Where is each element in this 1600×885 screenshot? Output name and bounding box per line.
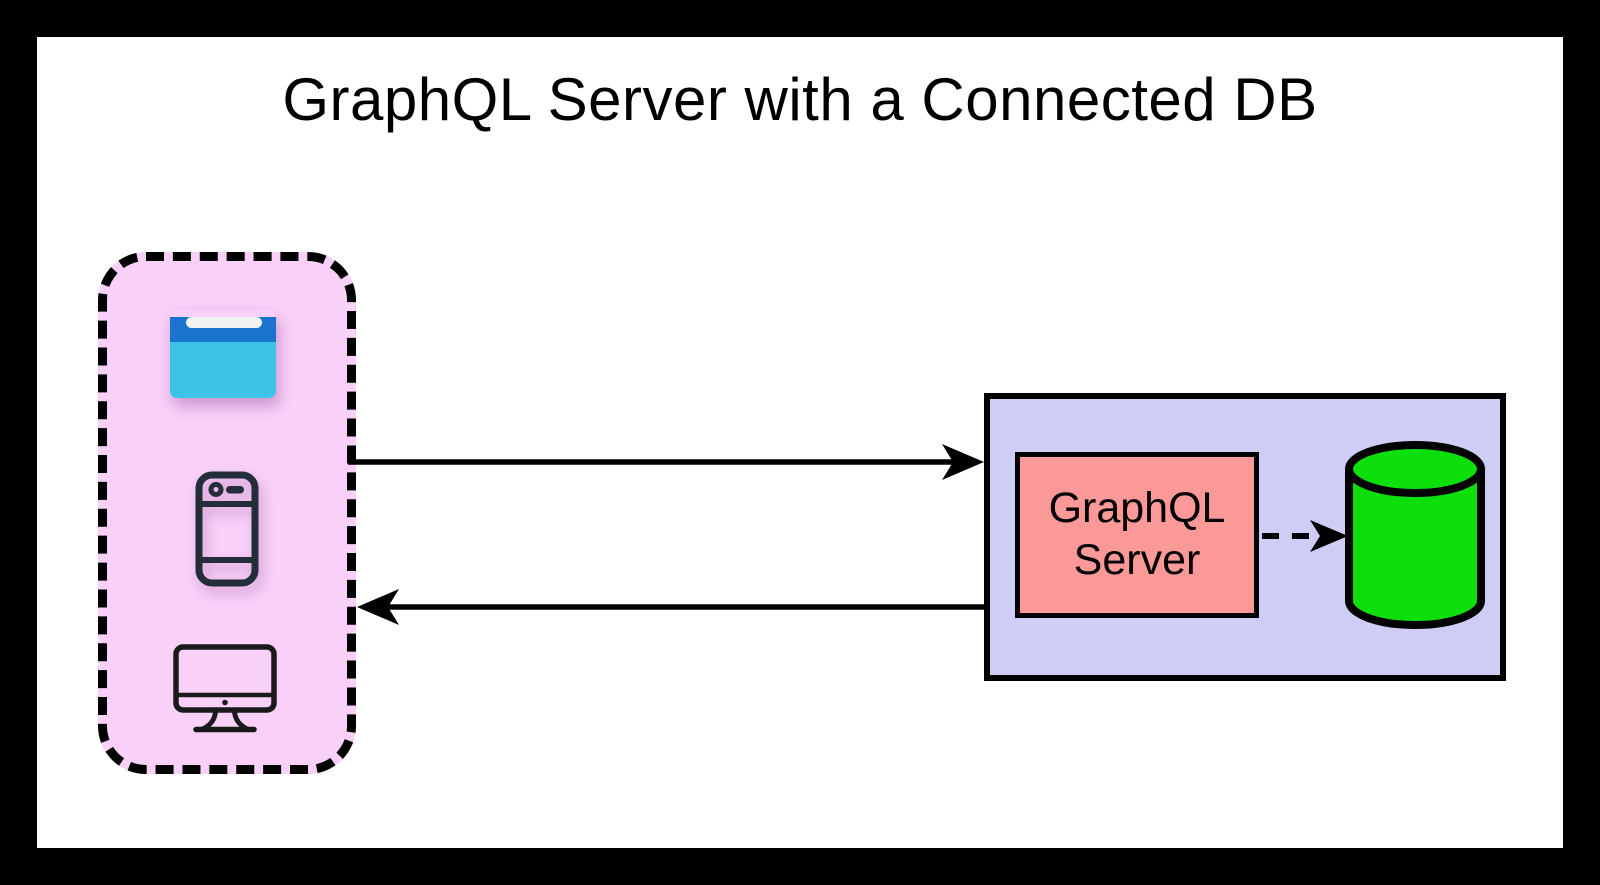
browser-window-body xyxy=(170,342,276,398)
phone-speaker xyxy=(226,486,244,494)
browser-titlebar xyxy=(170,317,276,342)
diagram-title: GraphQL Server with a Connected DB xyxy=(282,66,1318,133)
database-body xyxy=(1345,469,1485,629)
database-top xyxy=(1345,441,1485,497)
desktop-monitor-icon xyxy=(173,644,277,733)
browser-addressbar xyxy=(186,317,262,328)
graphql-server-box: GraphQL Server xyxy=(1015,452,1259,618)
browser-icon xyxy=(170,310,276,398)
graphql-server-label: GraphQL Server xyxy=(1048,484,1226,584)
monitor-chin-dot xyxy=(222,699,228,706)
database-cylinder-icon xyxy=(1345,441,1485,629)
smartphone-icon xyxy=(195,471,259,587)
phone-camera-dot xyxy=(208,482,224,497)
